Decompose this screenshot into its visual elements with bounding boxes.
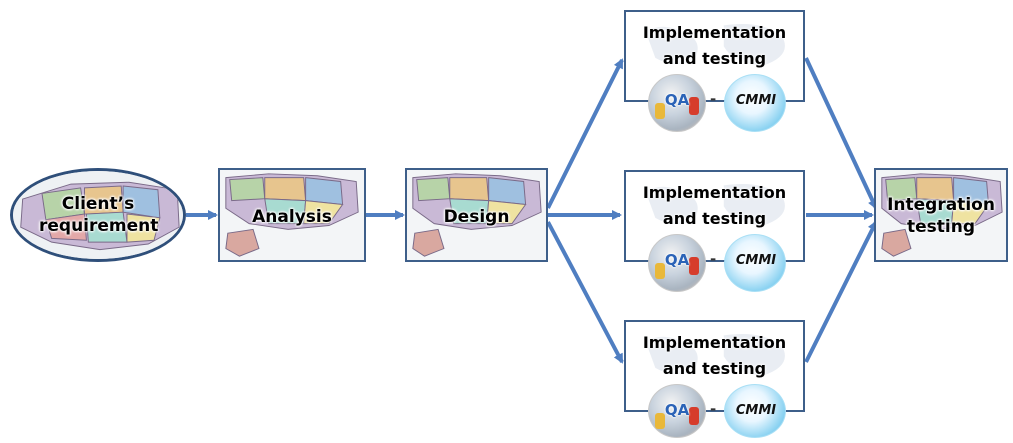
implementation-node-top: Implementation and testing QA - CMMI bbox=[624, 10, 805, 132]
qa-figure-shape bbox=[655, 103, 665, 119]
cmmi-logo-text: CMMI bbox=[735, 403, 777, 418]
quality-logos: QA - CMMI bbox=[648, 74, 788, 132]
analysis-node: Analysis bbox=[218, 168, 366, 262]
qa-figure-shape bbox=[689, 97, 699, 115]
quality-logos: QA - CMMI bbox=[648, 384, 788, 440]
logo-separator: - bbox=[710, 250, 717, 268]
arrow-impl-bottom-to-integration bbox=[804, 220, 878, 363]
qa-figure-shape bbox=[689, 257, 699, 275]
qa-logo: QA bbox=[648, 74, 706, 132]
arrow-design-to-impl-top bbox=[546, 58, 624, 209]
qa-logo-text: QA bbox=[664, 251, 690, 269]
integration-testing-node: Integration testing bbox=[874, 168, 1008, 262]
implementation-node-middle: Implementation and testing QA - CMMI bbox=[624, 170, 805, 292]
world-map-image bbox=[645, 183, 785, 226]
client-requirement-label: Client’s requirement bbox=[39, 194, 159, 236]
analysis-label: Analysis bbox=[252, 207, 332, 227]
qa-logo-text: QA bbox=[664, 401, 690, 419]
qa-figure-shape bbox=[689, 407, 699, 425]
client-requirement-node: Client’s requirement bbox=[10, 168, 186, 262]
logo-separator: - bbox=[710, 400, 717, 418]
world-map-image bbox=[645, 23, 785, 66]
design-label: Design bbox=[443, 207, 510, 227]
usa-map-image bbox=[876, 170, 1006, 260]
qa-figure-shape bbox=[655, 413, 665, 429]
qa-logo-text: QA bbox=[664, 91, 690, 109]
design-node: Design bbox=[405, 168, 548, 262]
implementation-label: Implementation and testing bbox=[642, 333, 787, 378]
integration-testing-label: Integration testing bbox=[887, 195, 995, 237]
cmmi-logo: CMMI bbox=[724, 384, 786, 438]
cmmi-logo-text: CMMI bbox=[735, 253, 777, 268]
usa-map-image bbox=[407, 170, 546, 260]
implementation-node-bottom: Implementation and testing QA - CMMI bbox=[624, 320, 805, 438]
arrow-design-to-impl-bottom bbox=[546, 221, 624, 364]
world-map-image bbox=[645, 333, 785, 376]
implementation-label: Implementation and testing bbox=[642, 183, 787, 228]
cmmi-logo: CMMI bbox=[724, 74, 786, 132]
logo-separator: - bbox=[710, 90, 717, 108]
quality-logos: QA - CMMI bbox=[648, 234, 788, 292]
qa-figure-shape bbox=[655, 263, 665, 279]
cmmi-logo-text: CMMI bbox=[735, 93, 777, 108]
qa-logo: QA bbox=[648, 234, 706, 292]
usa-map-image bbox=[13, 171, 183, 259]
qa-logo: QA bbox=[648, 384, 706, 438]
arrow-impl-top-to-integration bbox=[804, 57, 878, 210]
implementation-label: Implementation and testing bbox=[642, 23, 787, 68]
usa-map-image bbox=[220, 170, 364, 260]
cmmi-logo: CMMI bbox=[724, 234, 786, 292]
